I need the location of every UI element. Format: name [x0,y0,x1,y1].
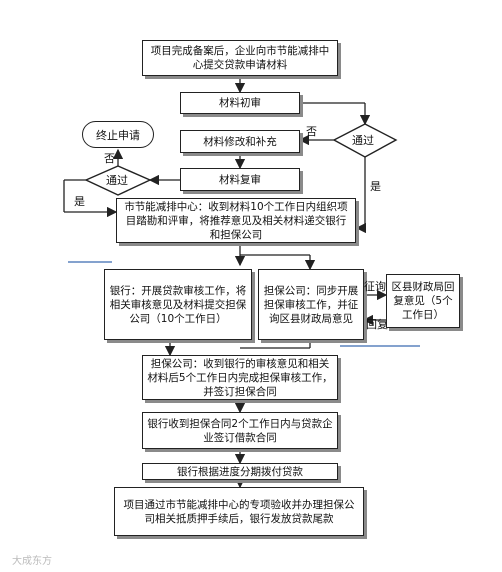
decision-diamond-2 [84,165,152,196]
step-guarantee-contract-text: 担保公司：收到银行的审核意见和相关材料后5个工作日内完成担保审核工作，并签订担保… [147,357,333,398]
step-disburse-installments: 银行根据进度分期拨付贷款 [142,463,338,480]
step-initial-review-text: 材料初审 [219,97,261,109]
step-guarantee-review-text: 担保公司：同步开展担保审核工作，并征询区县财政局意见 [263,284,359,325]
edge-label-no-2: 否 [104,152,115,165]
watermark: 大成东方 [12,556,52,567]
step-final-payment: 项目通过市节能减排中心的专项验收并办理担保公司相关抵质押手续后，银行发放贷款尾款 [114,487,364,536]
step-guarantee-review: 担保公司：同步开展担保审核工作，并征询区县财政局意见 [258,269,364,340]
edge-label-yes-1: 是 [370,180,381,193]
step-disburse-installments-text: 银行根据进度分期拨付贷款 [177,465,303,478]
edge-label-yes-2: 是 [74,195,85,208]
step-finance-bureau-reply: 区县财政局回复意见（5个工作日） [386,274,460,328]
step-submit-application-text: 项目完成备案后，企业向市节能减排中心提交贷款申请材料 [150,45,330,71]
edge-label-no-1: 否 [306,125,317,138]
step-revise-supplement: 材料修改和补充 [180,130,300,153]
step-finance-bureau-reply-text: 区县财政局回复意见（5个工作日） [391,281,455,321]
decision-2-label: 通过 [106,174,128,187]
decision-diamond-1 [332,123,398,158]
terminal-stop-application: 终止申请 [82,121,154,148]
step-second-review: 材料复审 [180,168,300,191]
step-second-review-text: 材料复审 [219,173,261,186]
step-submit-application: 项目完成备案后，企业向市节能减排中心提交贷款申请材料 [142,40,338,76]
step-loan-contract: 银行收到担保合同2个工作日内与贷款企业签订借款合同 [142,412,338,449]
terminal-stop-application-text: 终止申请 [96,128,140,142]
step-bank-review: 银行：开展贷款审核工作，将相关审核意见及材料提交担保公司（10个工作日） [104,269,252,340]
step-guarantee-contract: 担保公司：收到银行的审核意见和相关材料后5个工作日内完成担保审核工作，并签订担保… [142,355,338,400]
edge-label-inquire: 征询 [364,280,386,293]
step-initial-review: 材料初审 [180,92,300,114]
step-energy-center-review: 市节能减排中心：收到材料10个工作日内组织项目踏勘和评审，将推荐意见及相关材料递… [116,198,356,243]
step-revise-supplement-text: 材料修改和补充 [203,135,277,148]
step-final-payment-text: 项目通过市节能减排中心的专项验收并办理担保公司相关抵质押手续后，银行发放贷款尾款 [123,498,355,525]
step-loan-contract-text: 银行收到担保合同2个工作日内与贷款企业签订借款合同 [147,417,333,444]
step-bank-review-text: 银行：开展贷款审核工作，将相关审核意见及材料提交担保公司（10个工作日） [109,284,247,325]
decision-1-label: 通过 [352,134,374,147]
edge-label-reply: 回复 [366,318,388,331]
step-energy-center-review-text: 市节能减排中心：收到材料10个工作日内组织项目踏勘和评审，将推荐意见及相关材料递… [124,200,348,241]
